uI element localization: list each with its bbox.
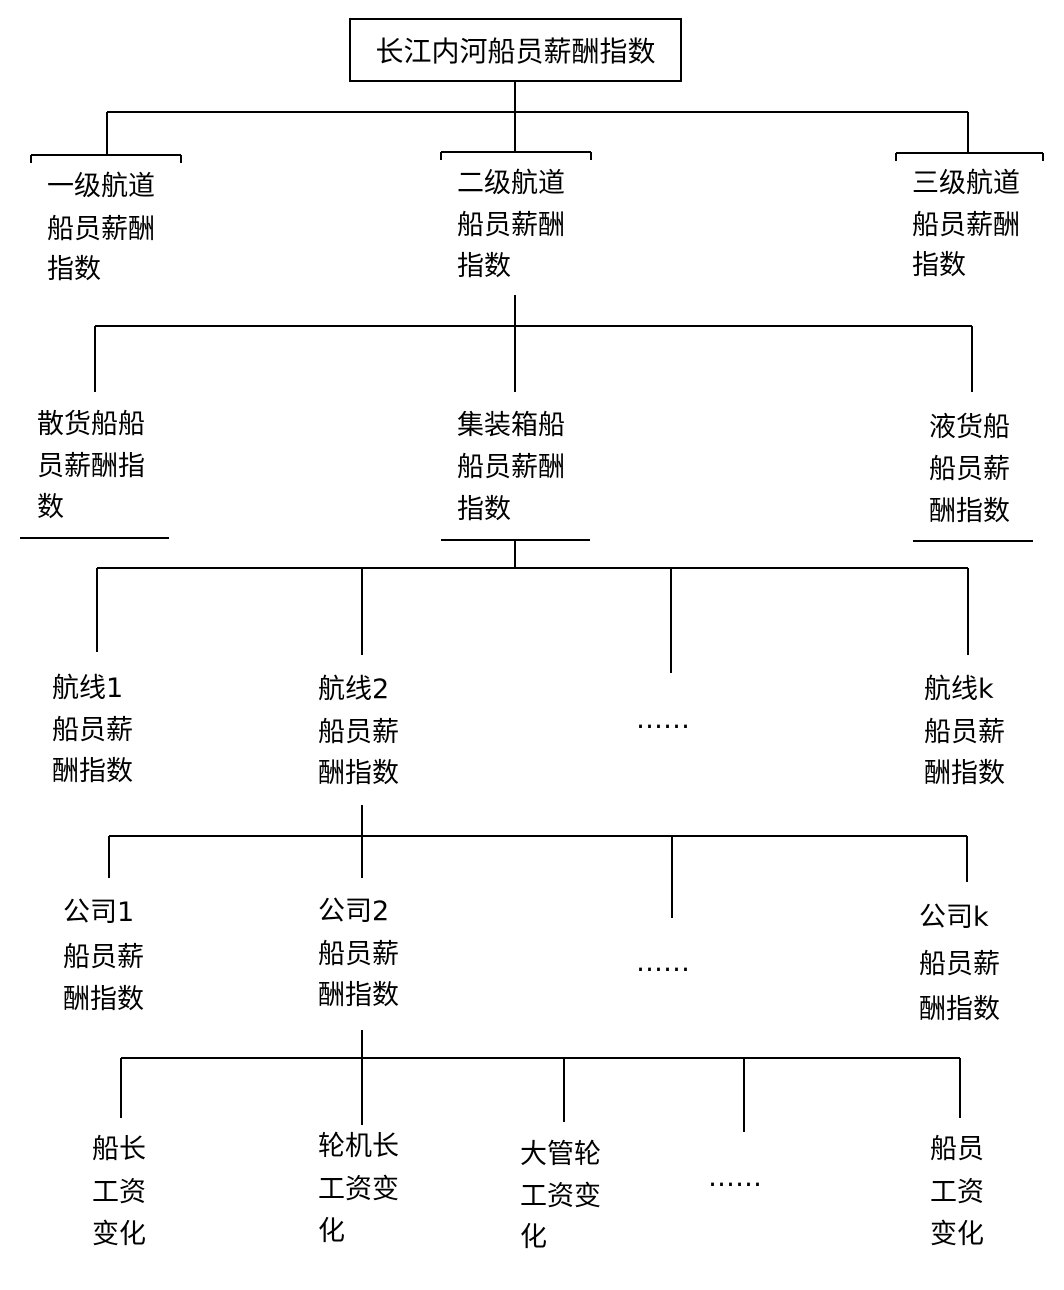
node-l1-2-line2: 船员薪酬 (457, 210, 565, 241)
node-l5-3-line2: 工资变 (520, 1181, 601, 1212)
node-l2-3-line1: 液货船 (929, 412, 1010, 443)
node-l4-2-line1: 公司2 (318, 896, 390, 927)
node-l1-1-line3: 指数 (47, 254, 101, 285)
node-l5-k-line2: 工资 (930, 1177, 984, 1208)
node-l4-ellipsis: …… (636, 947, 690, 978)
node-l2-2-line1: 集装箱船 (457, 410, 565, 441)
node-l4-k-line1: 公司k (919, 902, 989, 933)
node-l5-3-line1: 大管轮 (520, 1139, 601, 1170)
node-l5-2-line1: 轮机长 (318, 1131, 399, 1162)
node-l3-2-line1: 航线2 (318, 674, 390, 705)
node-l5-2-line2: 工资变 (318, 1174, 399, 1205)
node-l5-2-line3: 化 (318, 1216, 345, 1247)
node-l1-1-line2: 船员薪酬 (47, 214, 155, 245)
node-l3-k-line1: 航线k (924, 674, 994, 705)
node-l3-ellipsis: …… (636, 704, 690, 735)
node-l5-ellipsis: …… (708, 1162, 762, 1193)
node-l1-1-line1: 一级航道 (47, 171, 155, 202)
node-l2-1-line3: 数 (37, 492, 64, 523)
node-l4-1-line3: 酬指数 (63, 984, 144, 1015)
node-l1-2-line3: 指数 (457, 251, 511, 282)
node-l3-1-line1: 航线1 (52, 673, 124, 704)
node-l5-1-line1: 船长 (92, 1134, 146, 1165)
node-l4-k-line2: 船员薪 (919, 949, 1000, 980)
node-l2-3-line3: 酬指数 (929, 496, 1010, 527)
node-l4-2-line2: 船员薪 (318, 939, 399, 970)
node-l5-k-line3: 变化 (930, 1219, 984, 1250)
node-l4-k-line3: 酬指数 (919, 994, 1000, 1025)
node-l3-1-line2: 船员薪 (52, 715, 133, 746)
node-l1-3-line1: 三级航道 (912, 168, 1020, 199)
node-l4-1-line2: 船员薪 (63, 942, 144, 973)
node-l2-1-line1: 散货船船 (37, 409, 145, 440)
node-l4-1-line1: 公司1 (63, 897, 135, 928)
node-l2-2-line3: 指数 (457, 494, 511, 525)
node-l3-1-line3: 酬指数 (52, 756, 133, 787)
node-l2-2-line2: 船员薪酬 (457, 452, 565, 483)
node-l3-2-line2: 船员薪 (318, 717, 399, 748)
node-l5-1-line2: 工资 (92, 1177, 146, 1208)
root-node: 长江内河船员薪酬指数 (375, 35, 656, 68)
node-l1-3-line2: 船员薪酬 (912, 210, 1020, 241)
node-l5-k-line1: 船员 (930, 1134, 984, 1165)
node-l1-2-line1: 二级航道 (457, 168, 565, 199)
node-l2-3-line2: 船员薪 (929, 454, 1010, 485)
node-l2-1-line2: 员薪酬指 (37, 451, 145, 482)
node-l3-k-line2: 船员薪 (924, 717, 1005, 748)
node-l4-2-line3: 酬指数 (318, 980, 399, 1011)
node-l3-2-line3: 酬指数 (318, 758, 399, 789)
node-l5-3-line3: 化 (520, 1222, 547, 1253)
node-l3-k-line3: 酬指数 (924, 758, 1005, 789)
node-l1-3-line3: 指数 (912, 250, 966, 281)
node-l5-1-line3: 变化 (92, 1219, 146, 1250)
